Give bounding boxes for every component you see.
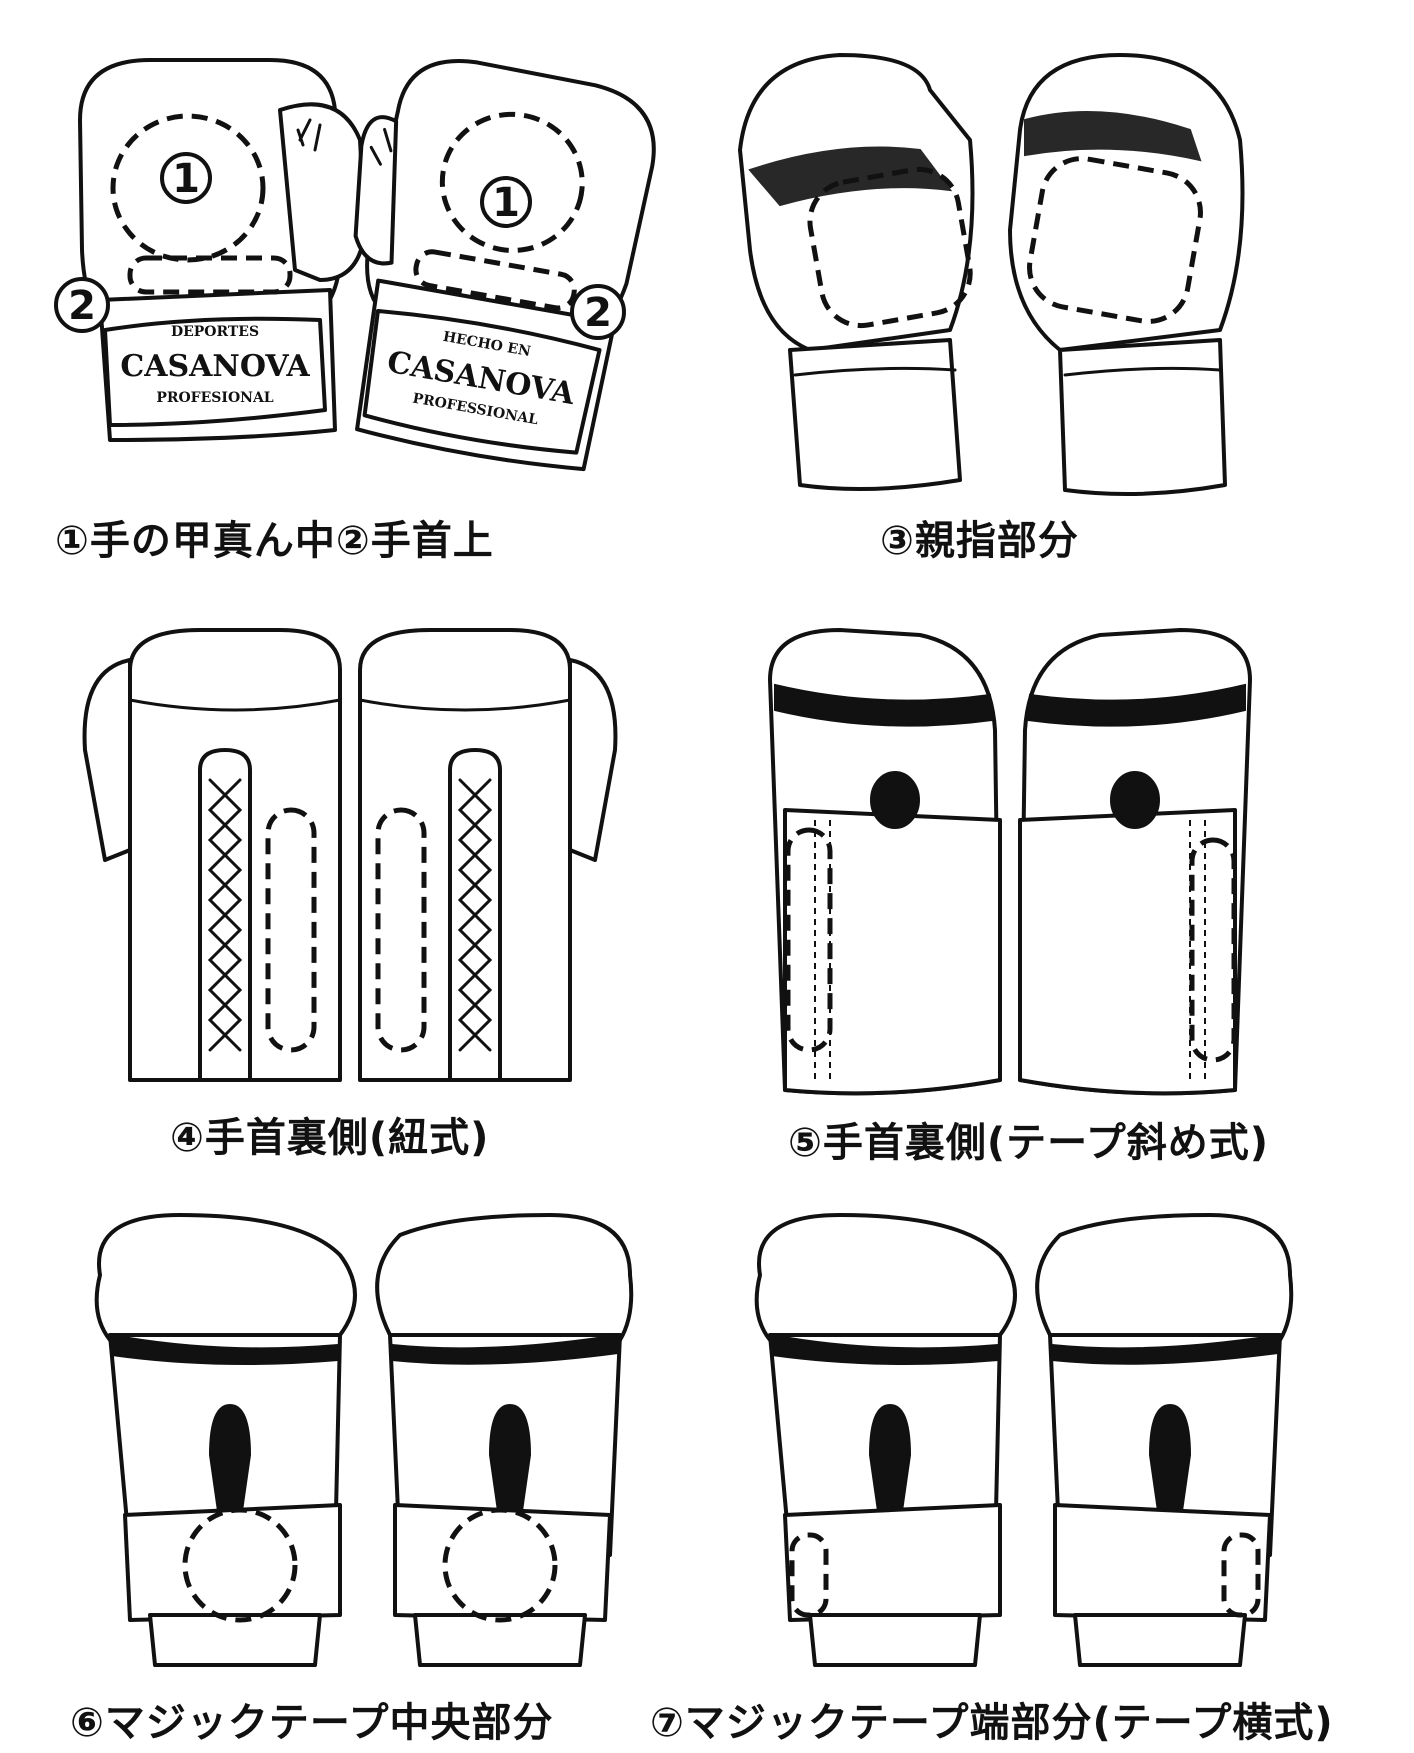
svg-text:2: 2	[584, 290, 612, 336]
right-glove	[1035, 1213, 1294, 1667]
left-glove: DEPORTES CASANOVA PROFESIONAL	[78, 58, 367, 442]
marker-2-right: 2	[570, 284, 626, 340]
marker-6-area-left	[182, 1507, 298, 1623]
right-glove	[358, 628, 618, 1082]
right-glove: HECHO EN CASANOVA PROFESSIONAL	[353, 59, 656, 472]
right-glove	[1008, 53, 1245, 496]
marker-4-area-left	[265, 807, 317, 1053]
panel-laced-wrist: ④手首裏側(紐式)	[70, 610, 650, 1180]
left-glove	[754, 1213, 1017, 1667]
marker-4-area-right	[375, 807, 427, 1053]
caption-diagonal-strap: ⑤手首裏側(テープ斜め式)	[788, 1120, 1270, 1166]
marker-3-area-left	[807, 166, 973, 329]
left-glove	[768, 628, 1002, 1096]
marker-1-area-right	[439, 111, 585, 253]
glove-pair-illustration-3	[738, 53, 1245, 496]
left-glove	[82, 628, 342, 1082]
left-glove	[94, 1213, 357, 1667]
marker-7-area-right	[1221, 1532, 1261, 1618]
right-glove	[375, 1213, 634, 1667]
marker-2-area-left	[127, 255, 293, 295]
panel-velcro-edge: ⑦マジックテープ端部分(テープ横式)	[650, 1195, 1390, 1746]
left-glove	[738, 53, 975, 491]
glove-pair-illustration-1: DEPORTES CASANOVA PROFESIONAL HECHO EN C…	[54, 58, 656, 472]
panel-thumb: ③親指部分	[720, 30, 1320, 564]
logo-left-brand: CASANOVA	[120, 349, 310, 384]
caption-velcro-center: ⑥マジックテープ中央部分	[70, 1700, 554, 1746]
marker-3-area-right	[1027, 156, 1203, 324]
caption-laced-wrist: ④手首裏側(紐式)	[170, 1115, 490, 1161]
marker-1-left: 1	[160, 152, 212, 204]
marker-2-left: 2	[54, 277, 110, 333]
panel-back-of-hand: DEPORTES CASANOVA PROFESIONAL HECHO EN C…	[40, 30, 660, 564]
marker-5-area-left	[785, 827, 833, 1053]
caption-back-of-hand: ①手の甲真ん中②手首上	[55, 518, 494, 564]
marker-6-area-right	[442, 1507, 558, 1623]
svg-text:2: 2	[68, 283, 96, 329]
right-glove	[1018, 628, 1252, 1096]
glove-pair-illustration-7	[754, 1213, 1294, 1667]
logo-left-bottom: PROFESIONAL	[156, 390, 273, 406]
svg-text:1: 1	[172, 156, 200, 202]
logo-left-top: DEPORTES	[171, 324, 259, 340]
glove-pair-illustration-6	[94, 1213, 634, 1667]
marker-1-right: 1	[480, 176, 532, 228]
caption-velcro-edge: ⑦マジックテープ端部分(テープ横式)	[650, 1700, 1334, 1746]
marker-5-area-right	[1189, 837, 1237, 1063]
panel-velcro-center: ⑥マジックテープ中央部分	[70, 1195, 670, 1746]
panel-diagonal-strap: ⑤手首裏側(テープ斜め式)	[760, 610, 1380, 1180]
marker-1-area-left	[110, 113, 266, 263]
caption-thumb: ③親指部分	[880, 518, 1079, 564]
marker-7-area-left	[789, 1532, 829, 1618]
glove-pair-illustration-4	[82, 628, 618, 1082]
glove-pair-illustration-5	[768, 628, 1252, 1096]
svg-text:1: 1	[492, 180, 520, 226]
marker-2-area-right	[413, 249, 577, 311]
